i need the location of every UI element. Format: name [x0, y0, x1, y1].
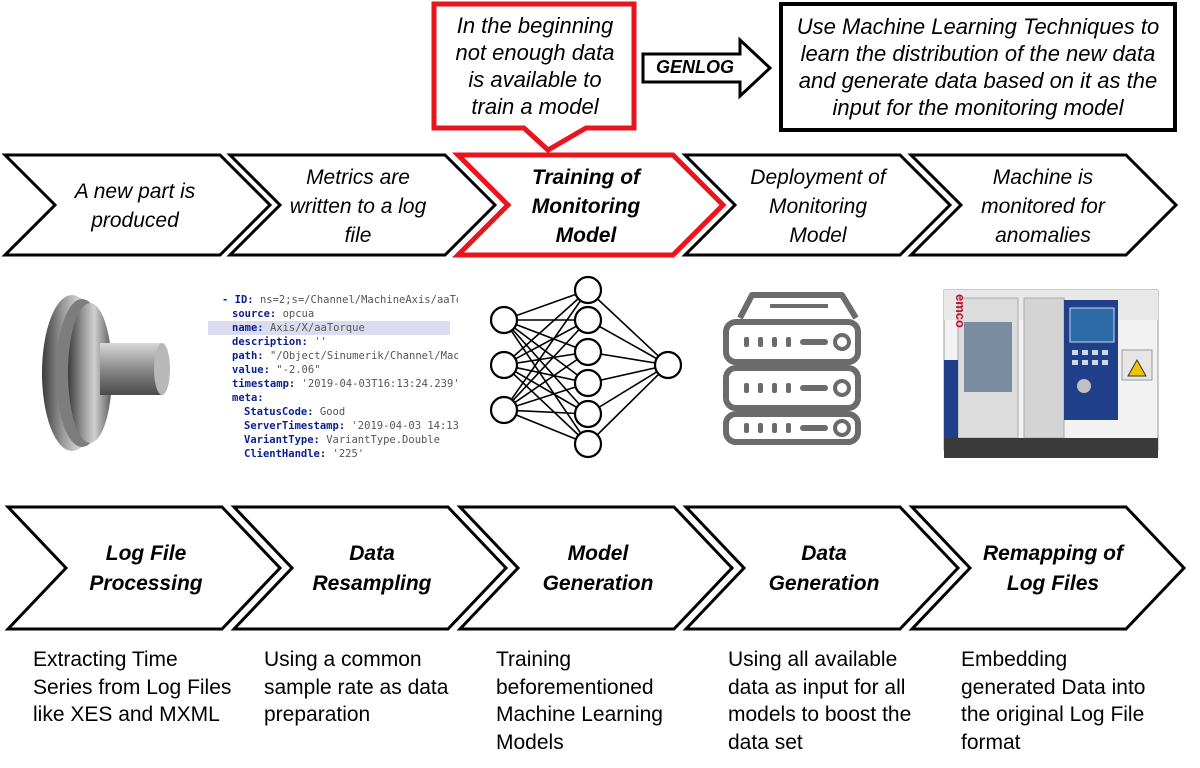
nn-node: [573, 429, 603, 459]
server-led: [786, 423, 791, 433]
log-line: VariantType: VariantType.Double: [244, 434, 440, 446]
problem-callout-text: In the beginning not enough data is avai…: [455, 13, 615, 119]
pipeline-chevron-4: [907, 153, 1179, 257]
pipeline-step-deployment: Deployment of Monitoring Model: [750, 165, 886, 247]
solution-callout-box: [779, 2, 1177, 132]
server-power-indicator: [833, 419, 851, 437]
description-model-generation: Training beforementioned Machine Learnin…: [496, 648, 663, 754]
metal-part-image: [42, 295, 170, 451]
pipeline-step-metrics-logged: Metrics are written to a log file: [289, 165, 427, 247]
server-led: [786, 383, 791, 393]
nn-edge: [587, 319, 669, 366]
nn-node: [573, 399, 603, 429]
log-line: ServerTimestamp: '2019-04-03 14:13: [244, 420, 458, 432]
server-led: [744, 337, 749, 347]
nn-edge: [587, 364, 669, 445]
nn-node: [573, 368, 603, 398]
nn-node: [573, 337, 603, 367]
server-power-indicator: [833, 333, 851, 351]
server-led: [758, 337, 763, 347]
cnc-machine-image: [943, 289, 1159, 458]
solution-callout-text: Use Machine Learning Techniques to learn…: [796, 14, 1160, 120]
log-file-snippet: - ID: ns=2;s=/Channel/MachineAxis/aaTo s…: [208, 293, 458, 458]
log-line: timestamp: '2019-04-03T16:13:24.239': [232, 378, 458, 390]
genlog-arrow: [641, 36, 773, 100]
server-slot: [800, 339, 828, 345]
log-line-highlighted: name: Axis/X/aaTorque: [208, 321, 450, 335]
log-line: path: "/Object/Sinumerik/Channel/Mac: [232, 350, 458, 362]
genlog-step-log-processing: Log File Processing: [89, 542, 203, 595]
server-led: [772, 383, 777, 393]
nn-edge: [503, 364, 589, 415]
genlog-chevron-2: [456, 505, 735, 631]
nn-edge: [503, 364, 589, 384]
genlog-chevron-4: [908, 505, 1187, 631]
pipeline-chevron-2: [451, 152, 727, 258]
log-line: ClientHandle: '225': [244, 448, 365, 458]
server-led: [744, 383, 749, 393]
nn-node: [489, 350, 519, 380]
pipeline-chevron-1: [226, 153, 498, 257]
nn-edge: [503, 319, 589, 353]
nn-edge: [503, 382, 589, 411]
log-line: meta:: [232, 392, 264, 404]
nn-node: [653, 350, 683, 380]
nn-node: [573, 305, 603, 335]
nn-edge: [503, 289, 589, 411]
pipeline-chevron-0: [1, 153, 273, 257]
server-slot: [800, 425, 828, 431]
pipeline-step-monitoring: Machine is monitored for anomalies: [981, 165, 1105, 247]
server-slot: [800, 385, 828, 391]
genlog-step-model-generation: Model Generation: [542, 542, 654, 595]
nn-edge: [587, 289, 669, 366]
neural-network-icon: [489, 275, 683, 459]
nn-edge: [503, 351, 589, 366]
server-power-indicator: [833, 379, 851, 397]
pipeline-step-training: Training of Monitoring Model: [531, 165, 641, 247]
description-resampling: Using a common sample rate as data prepa…: [264, 648, 449, 726]
server-icon: [723, 292, 861, 445]
server-led: [758, 383, 763, 393]
log-line: description: '': [232, 336, 327, 348]
nn-edge: [503, 319, 589, 384]
description-data-generation: Using all available data as input for al…: [728, 648, 912, 754]
log-line: value: "-2.06": [232, 364, 321, 376]
genlog-step-resampling: Data Resampling: [312, 542, 432, 595]
server-led: [772, 423, 777, 433]
log-line: source: opcua: [232, 308, 315, 320]
description-remapping: Embedding generated Data into the origin…: [961, 648, 1146, 754]
machine-brand-label: emco: [953, 294, 968, 328]
nn-edge: [503, 319, 589, 411]
server-led: [758, 423, 763, 433]
pipeline-step-part-produced: A new part is produced: [74, 180, 196, 232]
genlog-chevron-3: [682, 505, 961, 631]
nn-node: [573, 275, 603, 305]
genlog-step-remapping: Remapping of Log Files: [983, 542, 1123, 595]
nn-node: [489, 395, 519, 425]
log-line: StatusCode: Good: [244, 406, 346, 418]
genlog-step-data-generation: Data Generation: [768, 542, 880, 595]
nn-edge: [503, 409, 589, 445]
nn-edge: [503, 319, 589, 445]
nn-edge: [503, 364, 589, 445]
server-led: [772, 337, 777, 347]
nn-edge: [503, 351, 589, 411]
problem-callout-box: [431, 1, 637, 154]
description-log-processing: Extracting Time Series from Log Files li…: [33, 648, 232, 726]
server-led: [786, 337, 791, 347]
log-line: - ID: ns=2;s=/Channel/MachineAxis/aaTo: [222, 294, 458, 306]
nn-edge: [503, 319, 589, 366]
nn-edge: [503, 319, 589, 415]
genlog-arrow-label: GENLOG: [656, 57, 735, 77]
server-led: [744, 423, 749, 433]
pipeline-chevron-3: [681, 153, 953, 257]
nn-edge: [587, 364, 669, 415]
nn-node: [489, 305, 519, 335]
nn-edge: [503, 289, 589, 321]
nn-edge: [503, 289, 589, 366]
genlog-chevron-0: [4, 505, 283, 631]
genlog-chevron-1: [230, 505, 509, 631]
